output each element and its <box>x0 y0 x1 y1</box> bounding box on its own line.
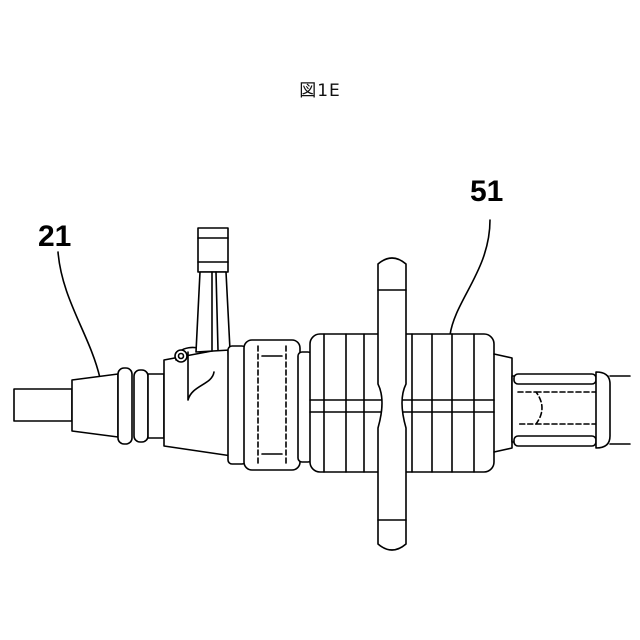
flange-disc <box>378 258 406 550</box>
leader-line-51 <box>450 220 490 335</box>
right-shaft <box>512 372 630 448</box>
main-housing <box>310 334 512 472</box>
valve-body <box>164 347 232 456</box>
tube-end <box>14 374 118 437</box>
leader-line-21 <box>58 252 100 378</box>
coupling-nut <box>228 340 312 470</box>
vertical-pipe <box>196 228 230 352</box>
seal-rings <box>118 368 164 444</box>
